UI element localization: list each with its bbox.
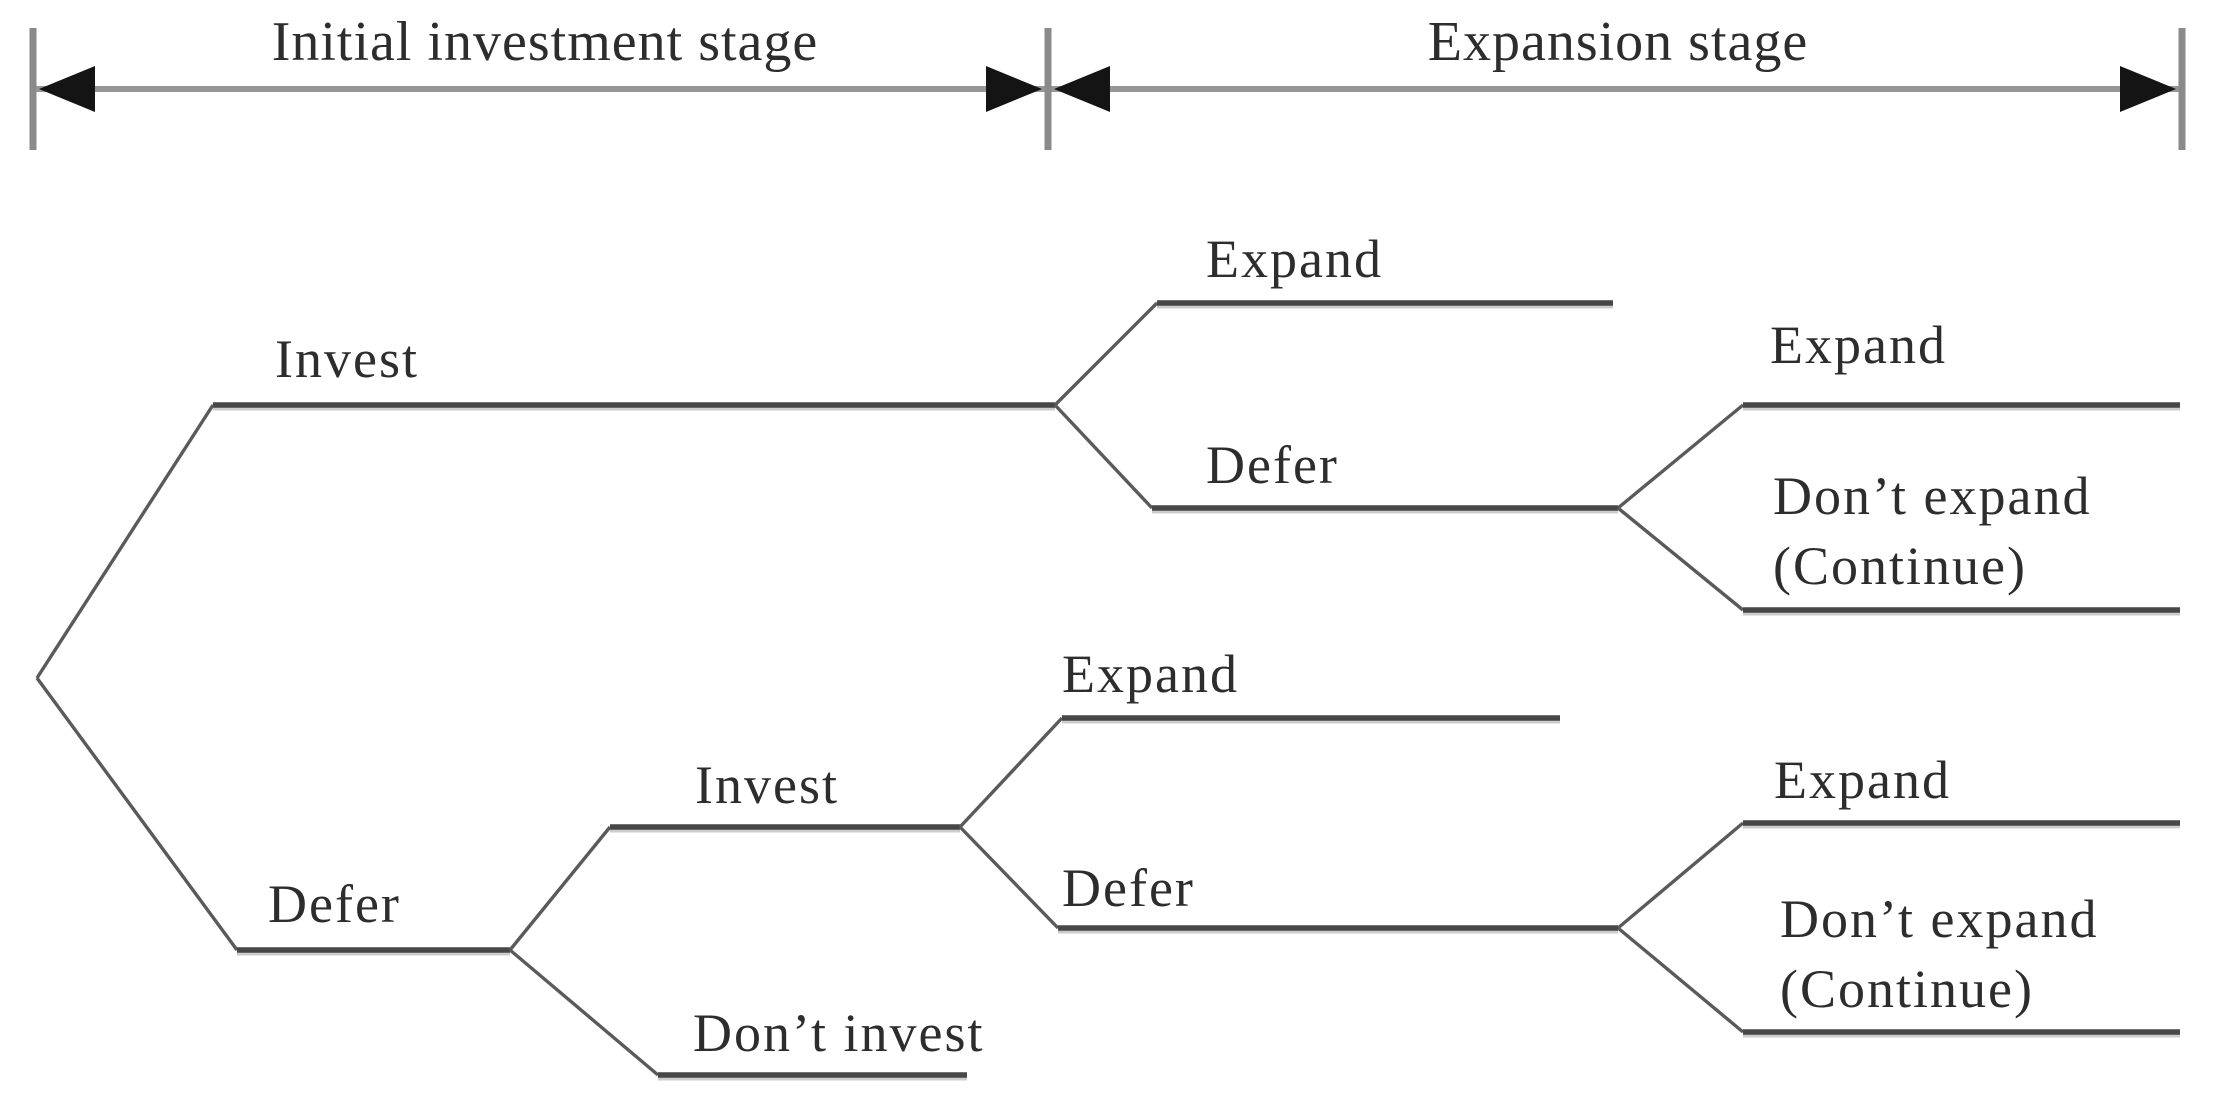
branch-invest-defer-expand-diagonal	[1616, 403, 1745, 510]
branch-defer-invest-label: Invest	[695, 755, 839, 815]
branch-defer-dont-invest-label: Don’t invest	[693, 1003, 985, 1063]
branch-defer-invest-defer-label: Defer	[1062, 858, 1195, 918]
branch-defer-invest-defer-dont-expand-label-line2: (Continue)	[1780, 959, 2034, 1019]
branch-defer-dont-invest-diagonal	[508, 948, 660, 1077]
branch-invest-defer-label: Defer	[1206, 435, 1339, 495]
branch-defer-invest-defer-dont-expand-label: Don’t expand	[1780, 889, 2098, 949]
branch-invest-defer-expand-label: Expand	[1770, 315, 1947, 375]
branch-invest-diagonal	[35, 404, 215, 679]
branch-invest-expand-diagonal	[1053, 301, 1159, 407]
branch-invest-defer-dont-expand-diagonal	[1616, 506, 1745, 612]
branch-invest-defer-dont-expand-label-line2: (Continue)	[1773, 536, 2027, 596]
branch-invest-label: Invest	[275, 329, 419, 389]
expansion-stage-right-arrowhead-icon	[2120, 66, 2176, 112]
branch-defer-invest-defer-expand-label: Expand	[1774, 750, 1951, 810]
branch-invest-defer-diagonal	[1053, 403, 1154, 510]
expansion-stage-label: Expansion stage	[1428, 11, 1808, 73]
branch-invest-expand-label: Expand	[1206, 229, 1383, 289]
initial-investment-stage-left-arrowhead-icon	[39, 66, 95, 112]
branch-defer-label: Defer	[268, 874, 401, 934]
branch-invest-defer-dont-expand-label: Don’t expand	[1773, 466, 2091, 526]
initial-investment-stage-right-arrowhead-icon	[986, 66, 1042, 112]
branch-defer-invest-defer-dont-expand-diagonal	[1616, 926, 1745, 1034]
branch-defer-invest-expand-diagonal	[958, 716, 1064, 829]
initial-investment-stage-label: Initial investment stage	[272, 11, 819, 73]
branch-defer-invest-defer-expand-diagonal	[1616, 821, 1745, 930]
branch-defer-invest-diagonal	[508, 825, 612, 952]
expansion-stage-left-arrowhead-icon	[1054, 66, 1110, 112]
branch-defer-invest-expand-label: Expand	[1062, 644, 1239, 704]
branch-defer-invest-defer-diagonal	[958, 825, 1060, 930]
branch-defer-diagonal	[35, 676, 239, 952]
